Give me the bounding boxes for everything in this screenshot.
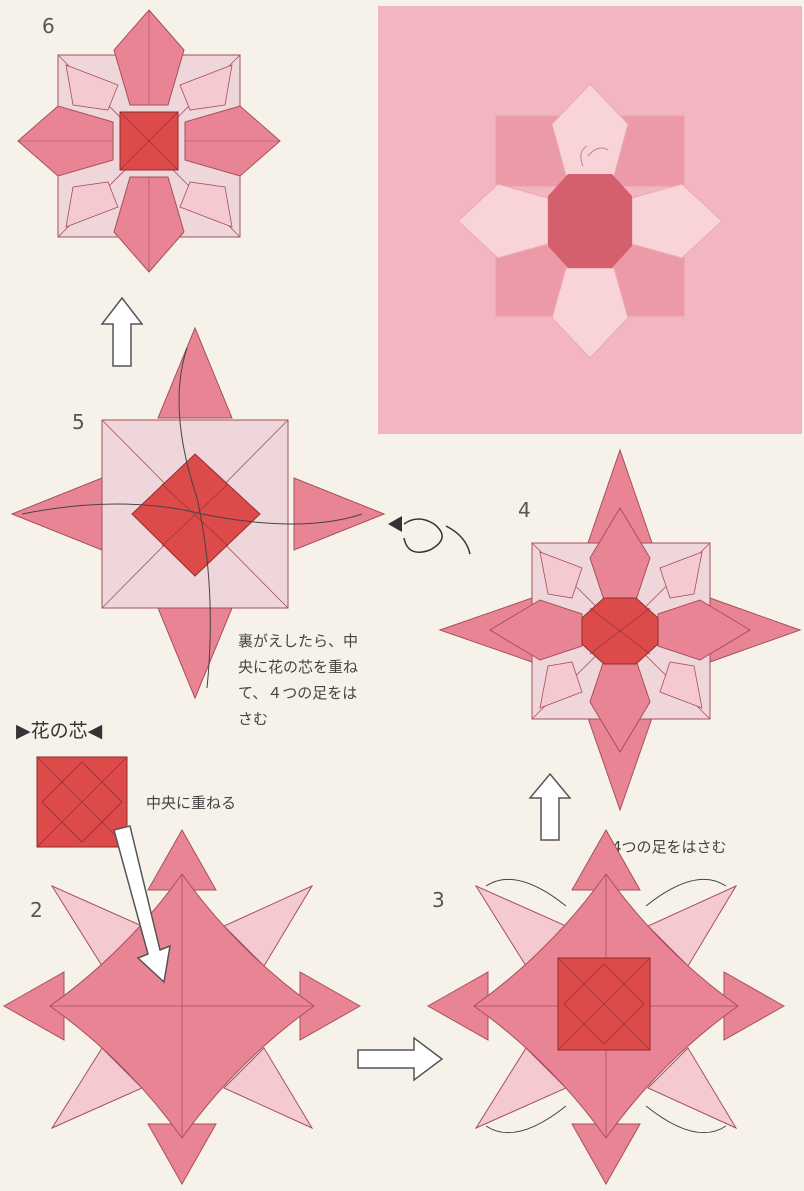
step6-diagram [18, 10, 280, 272]
step2-diagram [2, 826, 364, 1188]
step3-diagram [426, 826, 788, 1188]
place-center-text: 中央に重ねる [146, 792, 236, 813]
flower-center-heading: ▶花の芯◀ [16, 716, 102, 743]
step4-diagram [440, 448, 802, 812]
placement-arrow-icon [108, 826, 178, 986]
finished-flower-photo [378, 6, 802, 434]
flip-instruction-text: 裏がえしたら、中 央に花の芯を重ね て、４つの足をは さむ [238, 628, 358, 732]
